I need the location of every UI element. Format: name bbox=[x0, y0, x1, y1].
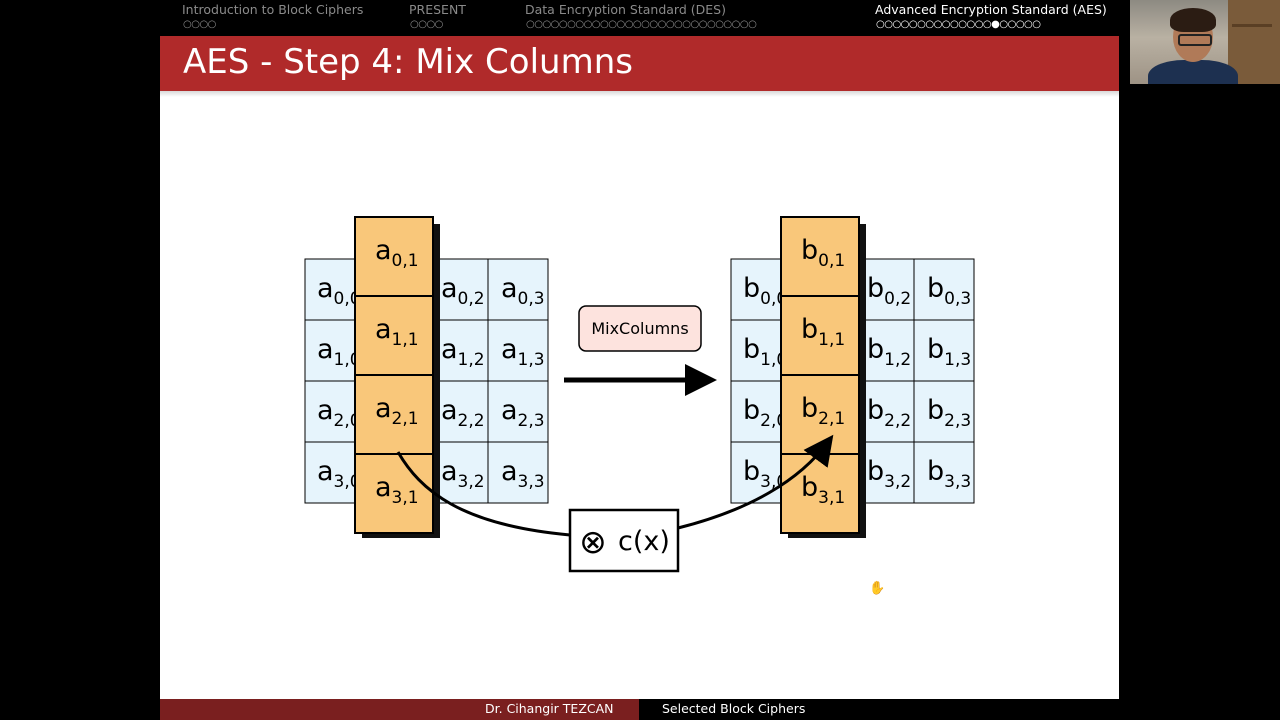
webcam-presenter-hair bbox=[1170, 8, 1216, 32]
nav-section-aes[interactable]: Advanced Encryption Standard (AES) bbox=[875, 2, 1107, 17]
highlight-cell-a-2-1 bbox=[354, 374, 434, 455]
highlight-cell-a-1-1 bbox=[354, 295, 434, 376]
highlight-cell-a-3-1 bbox=[354, 453, 434, 534]
cell-b-3-0 bbox=[730, 441, 784, 504]
mixcolumns-box bbox=[578, 305, 702, 352]
footer-author-panel bbox=[160, 699, 639, 720]
arrow-head bbox=[685, 364, 717, 396]
webcam-shelf-board bbox=[1232, 24, 1272, 27]
mixcolumns-arrow bbox=[564, 364, 717, 396]
cx-label: c(x) bbox=[618, 526, 670, 557]
webcam-bookshelf bbox=[1228, 0, 1280, 84]
slide-title: AES - Step 4: Mix Columns bbox=[183, 42, 633, 82]
hand-cursor-icon: ✋ bbox=[869, 580, 885, 596]
curve-input-to-multiplier bbox=[396, 451, 571, 537]
slide: Introduction to Block Ciphers ○○○○ PRESE… bbox=[160, 0, 1119, 720]
cell-a-1-0 bbox=[304, 319, 358, 382]
webcam-presenter-glasses bbox=[1178, 34, 1212, 46]
nav-section-present[interactable]: PRESENT bbox=[409, 2, 466, 17]
nav-dots-des[interactable]: ○○○○○○○○○○○○○○○○○○○○○○○○○○○○ bbox=[526, 19, 757, 30]
otimes-symbol: ⊗ bbox=[579, 522, 607, 561]
nav-section-des[interactable]: Data Encryption Standard (DES) bbox=[525, 2, 726, 17]
multiplier-rect bbox=[568, 508, 680, 573]
section-navbar: Introduction to Block Ciphers ○○○○ PRESE… bbox=[160, 0, 1119, 36]
cell-a-1-3 bbox=[487, 319, 549, 382]
highlight-cell-b-0-1 bbox=[780, 216, 860, 297]
presenter-webcam bbox=[1130, 0, 1280, 84]
multiplier-box: ⊗ c(x) bbox=[568, 508, 680, 573]
footer-talk-title: Selected Block Ciphers bbox=[662, 701, 806, 716]
webcam-presenter-body bbox=[1148, 60, 1238, 84]
mixcolumns-operation-box: MixColumns bbox=[578, 305, 702, 352]
title-bar: AES - Step 4: Mix Columns bbox=[160, 36, 1119, 97]
nav-dots-present[interactable]: ○○○○ bbox=[410, 19, 443, 30]
footer-author: Dr. Cihangir TEZCAN bbox=[485, 701, 614, 716]
highlight-cell-b-1-1 bbox=[780, 295, 860, 376]
cell-a-3-3 bbox=[487, 441, 549, 504]
mixcolumns-label: MixColumns bbox=[591, 319, 688, 338]
cell-a-3-0 bbox=[304, 441, 358, 504]
footer-bar: Dr. Cihangir TEZCAN Selected Block Ciphe… bbox=[160, 699, 1119, 720]
nav-dots-aes[interactable]: ○○○○○○○○○○○○○○●○○○○○ bbox=[876, 19, 1041, 30]
nav-dots-intro[interactable]: ○○○○ bbox=[183, 19, 216, 30]
nav-section-intro[interactable]: Introduction to Block Ciphers bbox=[182, 2, 364, 17]
cell-b-3-3 bbox=[913, 441, 975, 504]
cell-b-2-3 bbox=[913, 380, 975, 443]
curve-multiplier-to-output bbox=[677, 434, 834, 530]
cell-a-0-3 bbox=[487, 258, 549, 321]
cell-b-2-0 bbox=[730, 380, 784, 443]
cell-a-2-3 bbox=[487, 380, 549, 443]
cell-a-2-0 bbox=[304, 380, 358, 443]
